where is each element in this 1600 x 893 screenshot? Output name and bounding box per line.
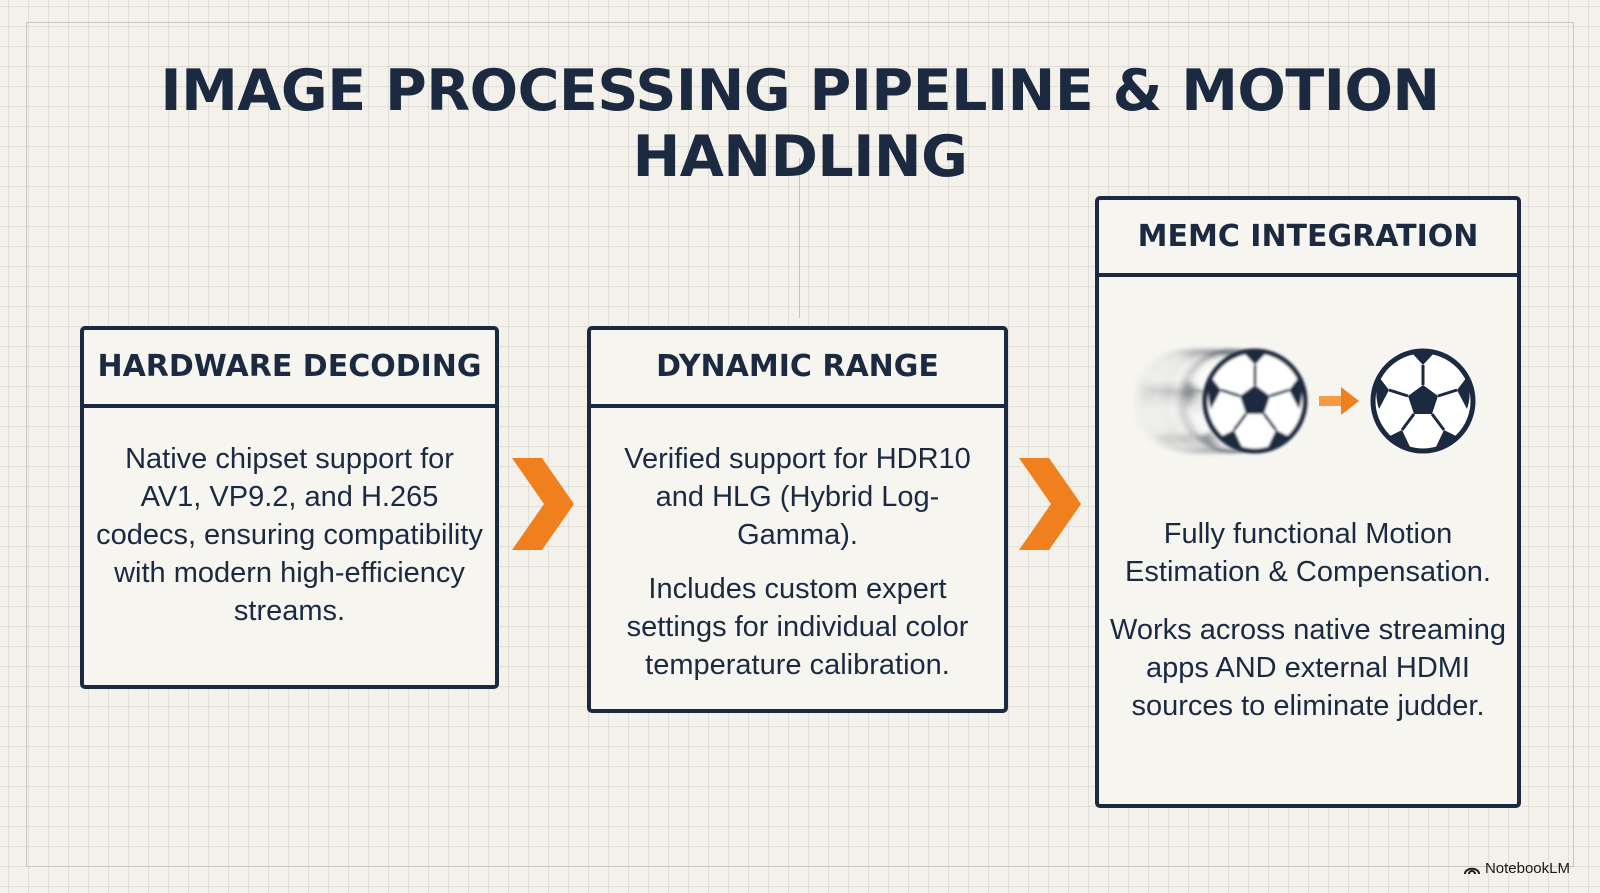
chevron-right-icon xyxy=(1019,458,1081,550)
brand-name: NotebookLM xyxy=(1484,860,1570,877)
motion-graphic xyxy=(1133,343,1483,463)
page-frame xyxy=(26,22,1574,867)
stage-description: Verified support for HDR10 and HLG (Hybr… xyxy=(624,443,971,551)
stage-card-memc-integration: MEMC INTEGRATION xyxy=(1095,196,1521,808)
stage-card-hardware-decoding: HARDWARE DECODING Native chipset support… xyxy=(80,326,499,689)
stage-description: Includes custom expert settings for indi… xyxy=(626,573,969,681)
stage-body: Verified support for HDR10 and HLG (Hybr… xyxy=(591,408,1004,684)
stage-body: Fully functional Motion Estimation & Com… xyxy=(1099,343,1517,725)
page-title: IMAGE PROCESSING PIPELINE & MOTION HANDL… xyxy=(160,58,1440,190)
soccer-ball-motion-blur-icon xyxy=(1145,351,1305,451)
notebooklm-logo-icon xyxy=(1463,867,1480,874)
stage-header: HARDWARE DECODING xyxy=(84,330,495,408)
stage-card-dynamic-range: DYNAMIC RANGE Verified support for HDR10… xyxy=(587,326,1008,713)
stage-text-block: Fully functional Motion Estimation & Com… xyxy=(1109,515,1507,725)
stage-description: Fully functional Motion Estimation & Com… xyxy=(1125,518,1491,588)
arrow-right-icon xyxy=(1319,387,1359,415)
stage-header: DYNAMIC RANGE xyxy=(591,330,1004,408)
brand-watermark: NotebookLM xyxy=(1463,860,1570,877)
stage-header: MEMC INTEGRATION xyxy=(1099,200,1517,277)
chevron-right-icon xyxy=(512,458,574,550)
stage-body: Native chipset support for AV1, VP9.2, a… xyxy=(84,408,495,630)
center-guide-line xyxy=(799,158,800,318)
soccer-ball-icon xyxy=(1373,351,1473,451)
stage-description: Native chipset support for AV1, VP9.2, a… xyxy=(96,443,483,627)
stage-description: Works across native streaming apps AND e… xyxy=(1110,614,1506,722)
